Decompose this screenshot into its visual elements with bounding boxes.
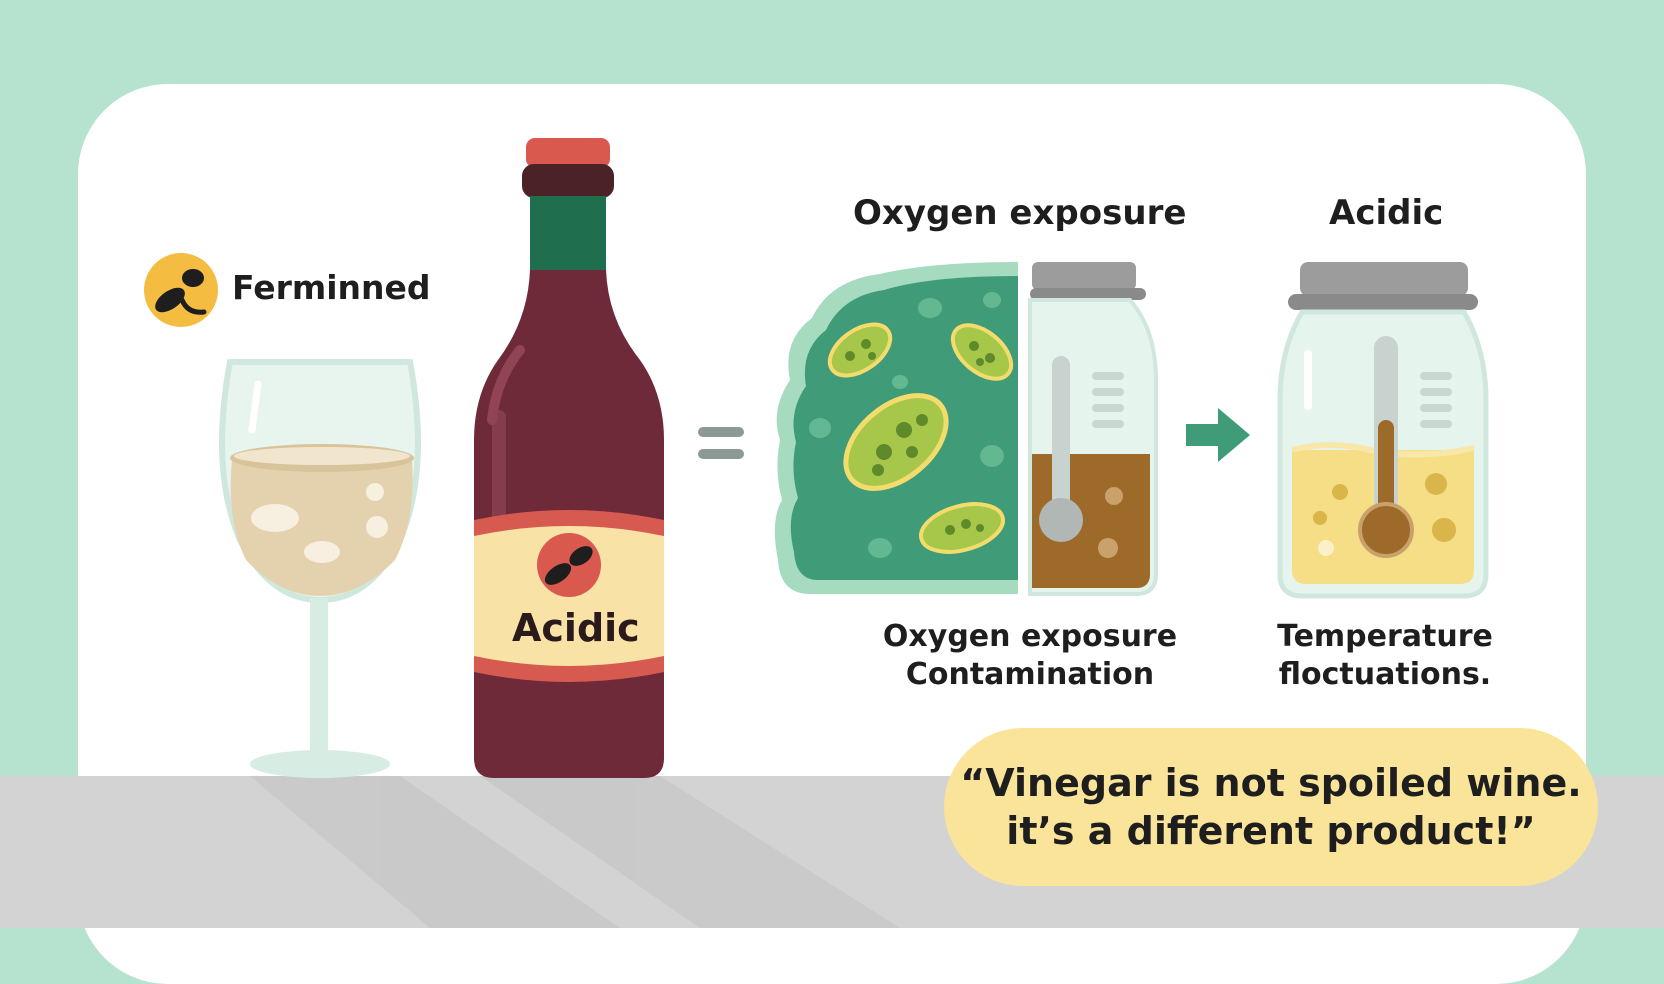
caption-line: Temperature [1277, 619, 1493, 654]
bacterium [843, 393, 949, 491]
bacterium [950, 323, 1014, 381]
caption-line: floctuations. [1278, 657, 1492, 692]
shadows [250, 776, 900, 928]
fermented-label: Ferminned [232, 268, 431, 307]
oxygen-caption: Oxygen exposure Contamination [880, 618, 1180, 694]
acidic-caption: Temperature floctuations. [1270, 618, 1500, 694]
quote-bubble: “Vinegar is not spoiled wine. it’s a dif… [944, 728, 1598, 886]
caption-line: Contamination [905, 657, 1155, 692]
illustration [144, 138, 1489, 928]
wine-glass-icon [219, 359, 421, 778]
jar-thermometer-icon [1277, 262, 1489, 599]
fermentation-icon [144, 253, 218, 327]
bacterium [827, 322, 893, 378]
quote-line: it’s a different product!” [1006, 809, 1536, 853]
arrow-right-icon [1186, 408, 1250, 462]
bacterium [919, 502, 1005, 554]
wine-bottle-icon [474, 138, 664, 778]
vinegar-jar-icon [1018, 262, 1158, 596]
equals-icon [698, 427, 744, 459]
bottle-label-text: Acidic [512, 606, 640, 650]
quote-line: “Vinegar is not spoiled wine. [960, 761, 1582, 805]
bacteria-culture-icon [774, 262, 1020, 594]
caption-line: Oxygen exposure [882, 619, 1178, 654]
oxygen-exposure-title: Oxygen exposure [853, 193, 1187, 233]
acidic-title: Acidic [1329, 193, 1444, 233]
